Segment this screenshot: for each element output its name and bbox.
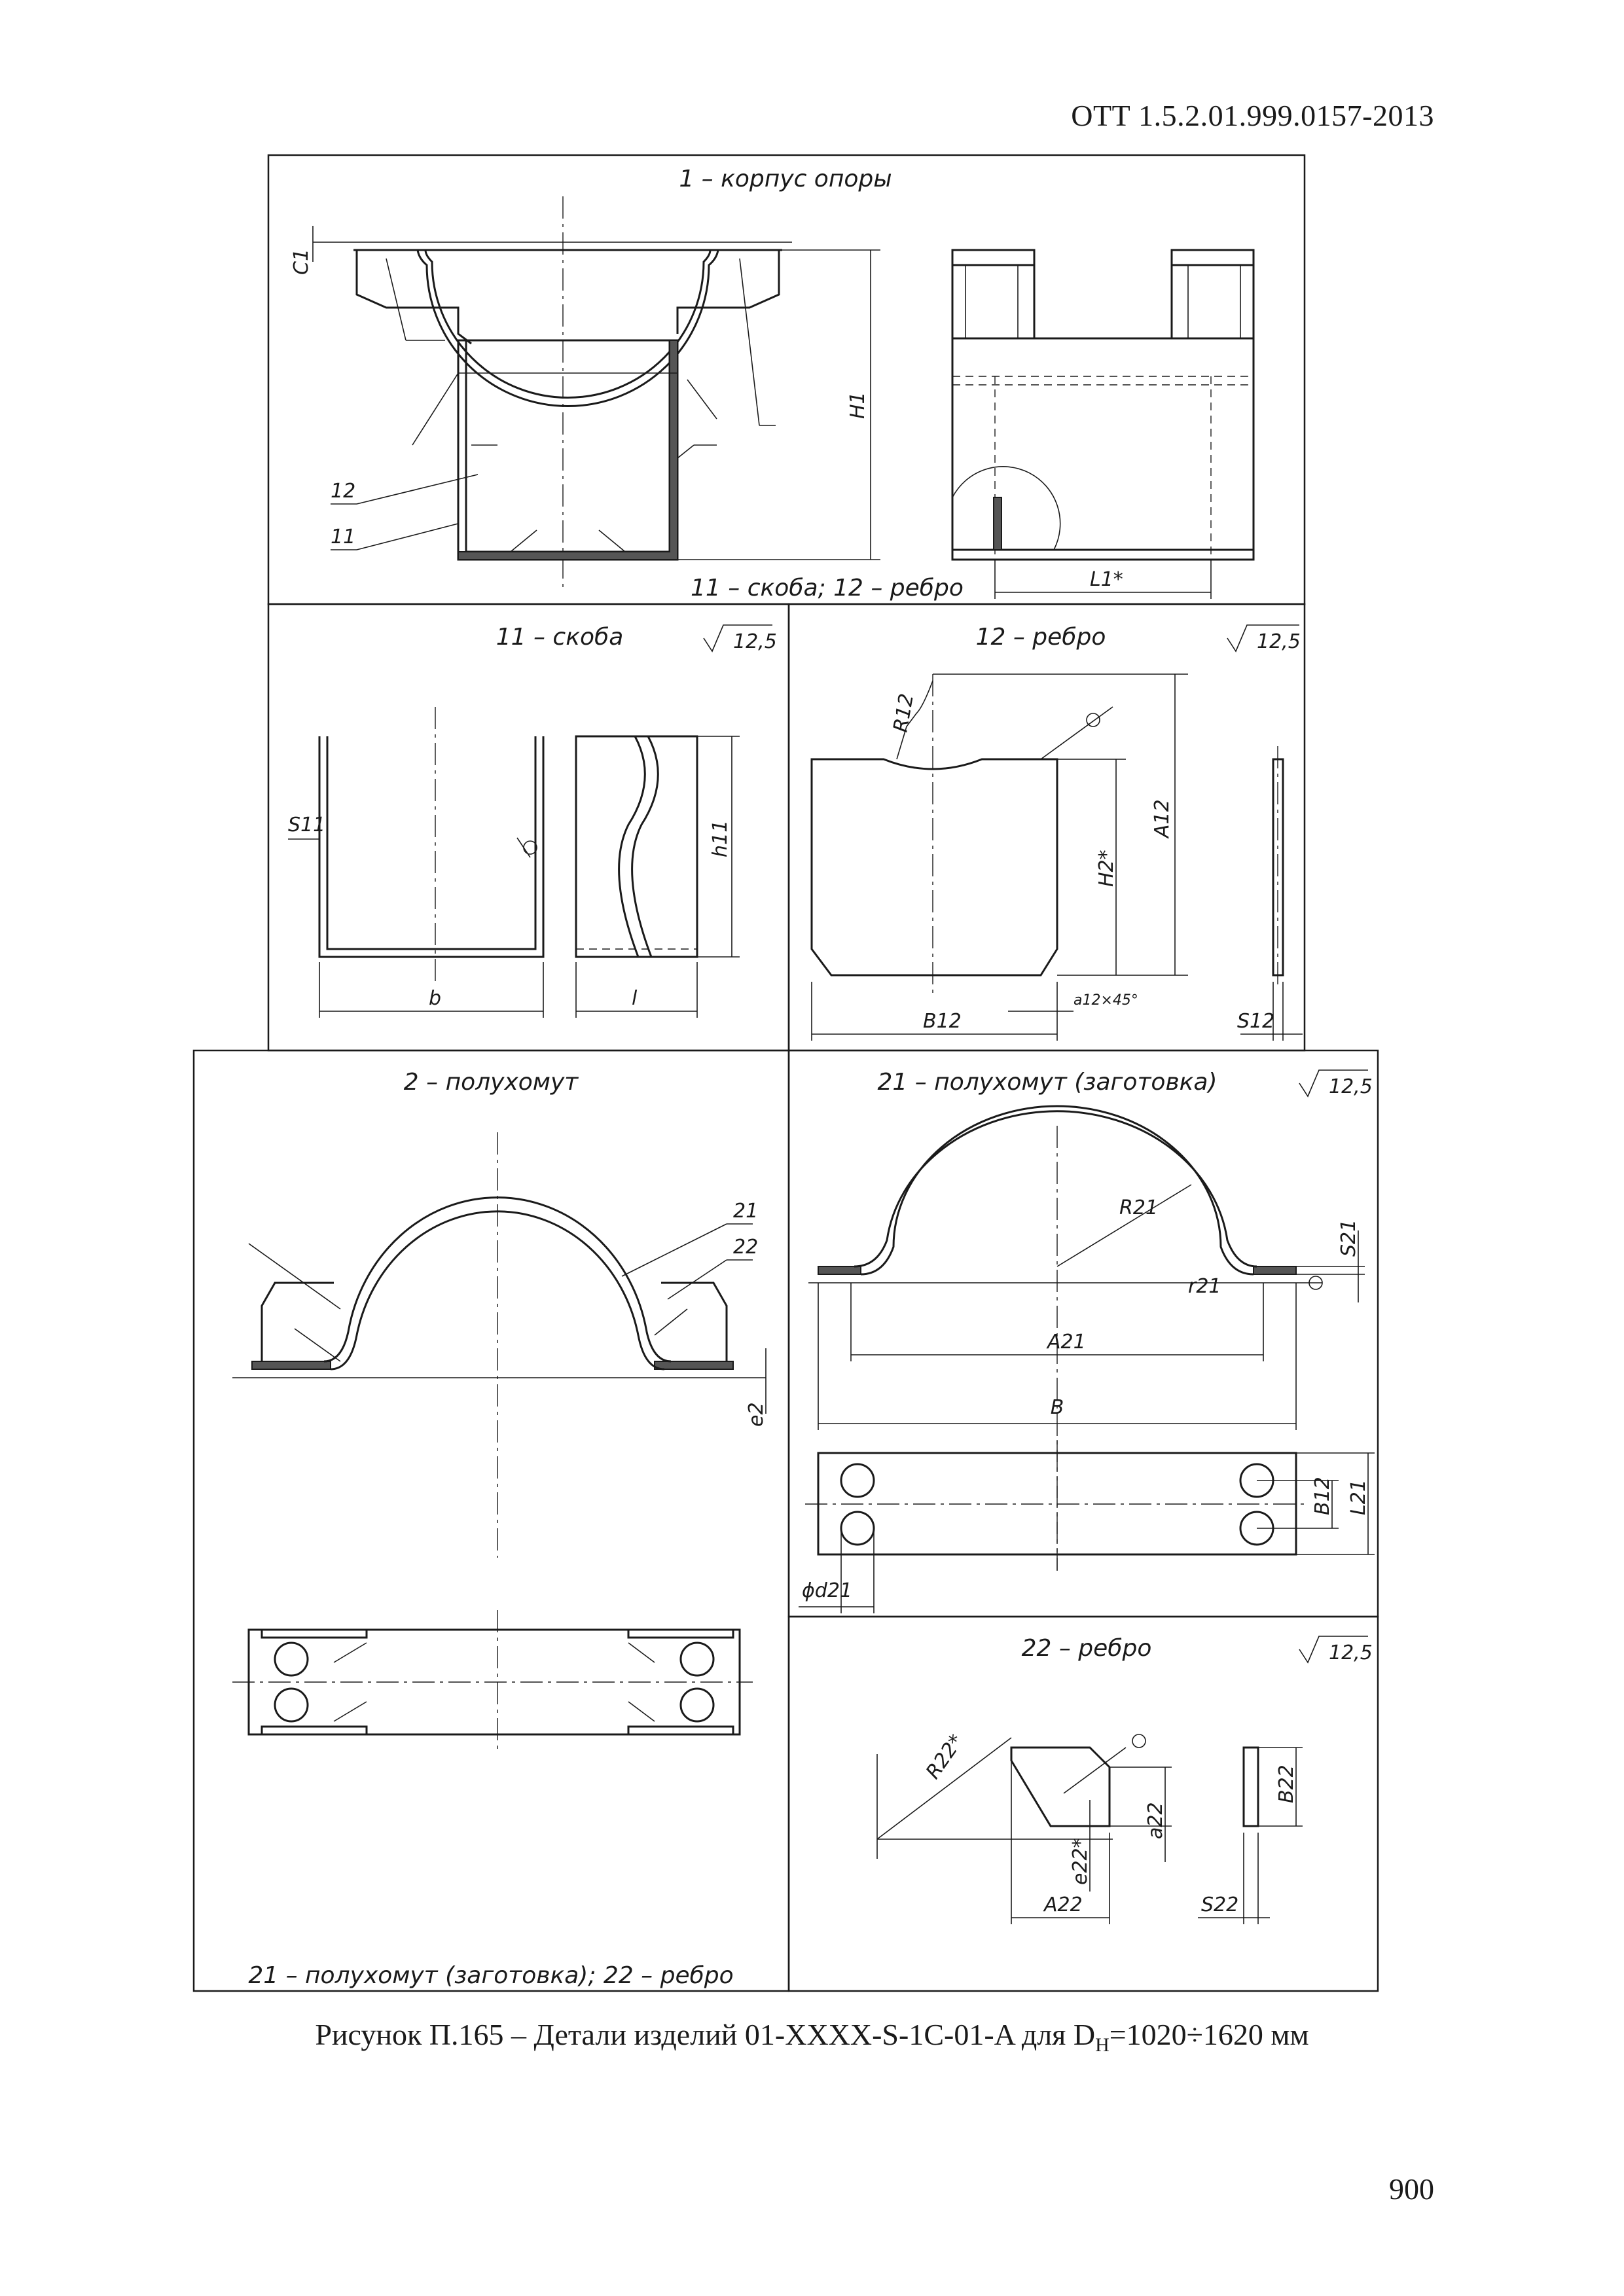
dim-b12: B12 [923,1010,962,1033]
frame-panel-22 [787,1615,1379,1992]
dim-b12-21: B12 [1311,1477,1334,1515]
callout-12: 12 [331,480,355,503]
panel-12-roughness: 12,5 [1257,630,1301,653]
dim-s12: S12 [1237,1010,1274,1033]
dim-r12: R12 [889,692,918,734]
dim-e22: e22* [1069,1838,1092,1885]
drawing-frames [192,154,1379,1992]
dim-h1: H1 [846,391,869,419]
panel-11-bracket: 11 – скоба 12,5 S11 b h11 l [288,624,777,1018]
callout-21: 21 [733,1200,758,1223]
panel-12-rib: 12 – ребро 12,5 R12 A12 H2* B12 a12×45° … [810,624,1303,1041]
dim-h2: H2* [1095,850,1118,887]
dim-a21: A21 [1046,1331,1086,1354]
panel-12-title: 12 – ребро [976,624,1106,651]
page-number: 900 [1389,2172,1434,2206]
panel-2-half-clamp: 2 – полухомут 21 22 e2 2 [232,1069,768,1989]
frame-panel-2 [192,1049,790,1992]
callout-11: 11 [331,526,355,548]
caption-subscript: Н [1095,2034,1110,2056]
figure-caption: Рисунок П.165 – Детали изделий 01-XXXX-S… [0,2017,1624,2056]
dim-l: l [632,987,638,1010]
dim-r21: R21 [1119,1196,1158,1219]
panel-11-roughness: 12,5 [733,630,777,653]
dim-s11: S11 [288,814,325,836]
dim-b: B [1051,1396,1064,1419]
dim-a22h: A22 [1043,1893,1083,1916]
panel-1-title: 1 – корпус опоры [679,166,892,192]
rib-22-side [1242,1746,1259,1827]
dim-l21: L21 [1347,1479,1370,1515]
dim-rr21: r21 [1188,1275,1221,1298]
bracket-11-side [575,735,698,958]
frame-panel-1 [267,154,1306,605]
panel-21-roughness: 12,5 [1329,1075,1373,1098]
dim-a12x45: a12×45° [1074,992,1138,1009]
panel-22-rib: 22 – ребро 12,5 R22* a22 e22* A22 B22 S2… [876,1635,1373,1924]
panel-2-bottom-note: 21 – полухомут (заготовка); 22 – ребро [248,1962,733,1989]
dim-e2: e2 [745,1402,768,1427]
document-code: ОТТ 1.5.2.01.999.0157-2013 [1071,99,1434,132]
dim-a12: A12 [1151,799,1174,839]
caption-text: Рисунок П.165 – Детали изделий 01-XXXX-S… [315,2018,1096,2051]
caption-tail: =1020÷1620 мм [1109,2018,1309,2051]
dim-b: b [429,987,441,1010]
panel-11-title: 11 – скоба [496,624,624,651]
panel-21-title: 21 – полухомут (заготовка) [877,1069,1217,1096]
dim-l1: L1* [1090,568,1123,591]
panel-21-blank: 21 – полухомут (заготовка) 12,5 R21 r21 … [799,1069,1375,1613]
rib-12-shape [810,758,1058,977]
dim-s21: S21 [1337,1219,1360,1257]
dim-b22: B22 [1275,1765,1298,1803]
panel-22-roughness: 12,5 [1329,1641,1373,1664]
panel-1-bottom-note: 11 – скоба; 12 – ребро [691,575,964,601]
dim-d21: ϕd21 [802,1579,852,1602]
panel-22-title: 22 – ребро [1022,1635,1152,1662]
dim-h11: h11 [709,820,732,857]
rib-22-shape [1010,1746,1111,1827]
panel-1-support-body: 1 – корпус опоры 12 11 C1 [290,166,1255,601]
support-side-view [951,337,1255,561]
frame-panel-12 [787,603,1306,1052]
panel-2-title: 2 – полухомут [404,1069,579,1096]
dim-a22: a22 [1144,1802,1167,1839]
callout-22: 22 [733,1236,758,1259]
dim-c1: C1 [290,249,313,275]
dim-s22: S22 [1201,1893,1238,1916]
